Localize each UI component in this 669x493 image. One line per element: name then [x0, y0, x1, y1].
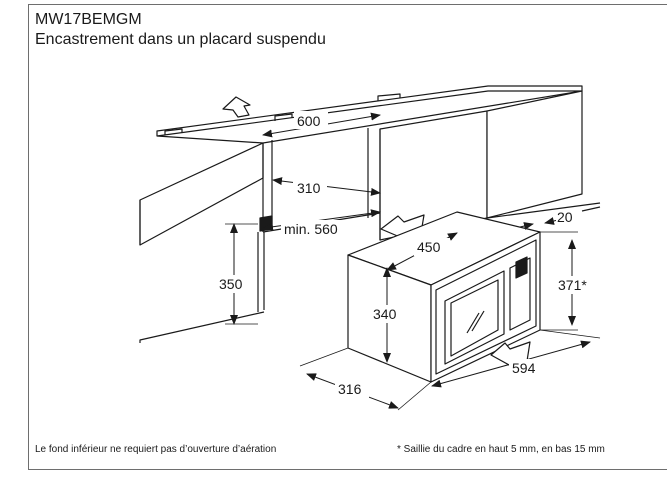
- diagram-frame: [28, 4, 667, 470]
- label-371: 371*: [558, 277, 587, 293]
- model-title: MW17BEMGM: [35, 11, 142, 28]
- oven-drawing: [347, 211, 541, 383]
- dimension-labels: 600 310 min. 560 350 450 20 371* 340 316…: [216, 111, 596, 398]
- label-450: 450: [417, 239, 441, 255]
- label-350: 350: [219, 276, 243, 292]
- label-310: 310: [297, 180, 321, 196]
- label-316: 316: [338, 381, 362, 397]
- extension-lines: [225, 223, 601, 411]
- label-min-560: min. 560: [284, 221, 338, 237]
- footnote-frame-projection: * Saillie du cadre en haut 5 mm, en bas …: [397, 444, 605, 455]
- label-340: 340: [373, 306, 397, 322]
- label-20: 20: [557, 209, 573, 225]
- footnote-ventilation: Le fond inférieur ne requiert pas d’ouve…: [35, 444, 277, 455]
- label-594: 594: [512, 360, 536, 376]
- label-600: 600: [297, 113, 321, 129]
- diagram-subtitle: Encastrement dans un placard suspendu: [35, 31, 326, 48]
